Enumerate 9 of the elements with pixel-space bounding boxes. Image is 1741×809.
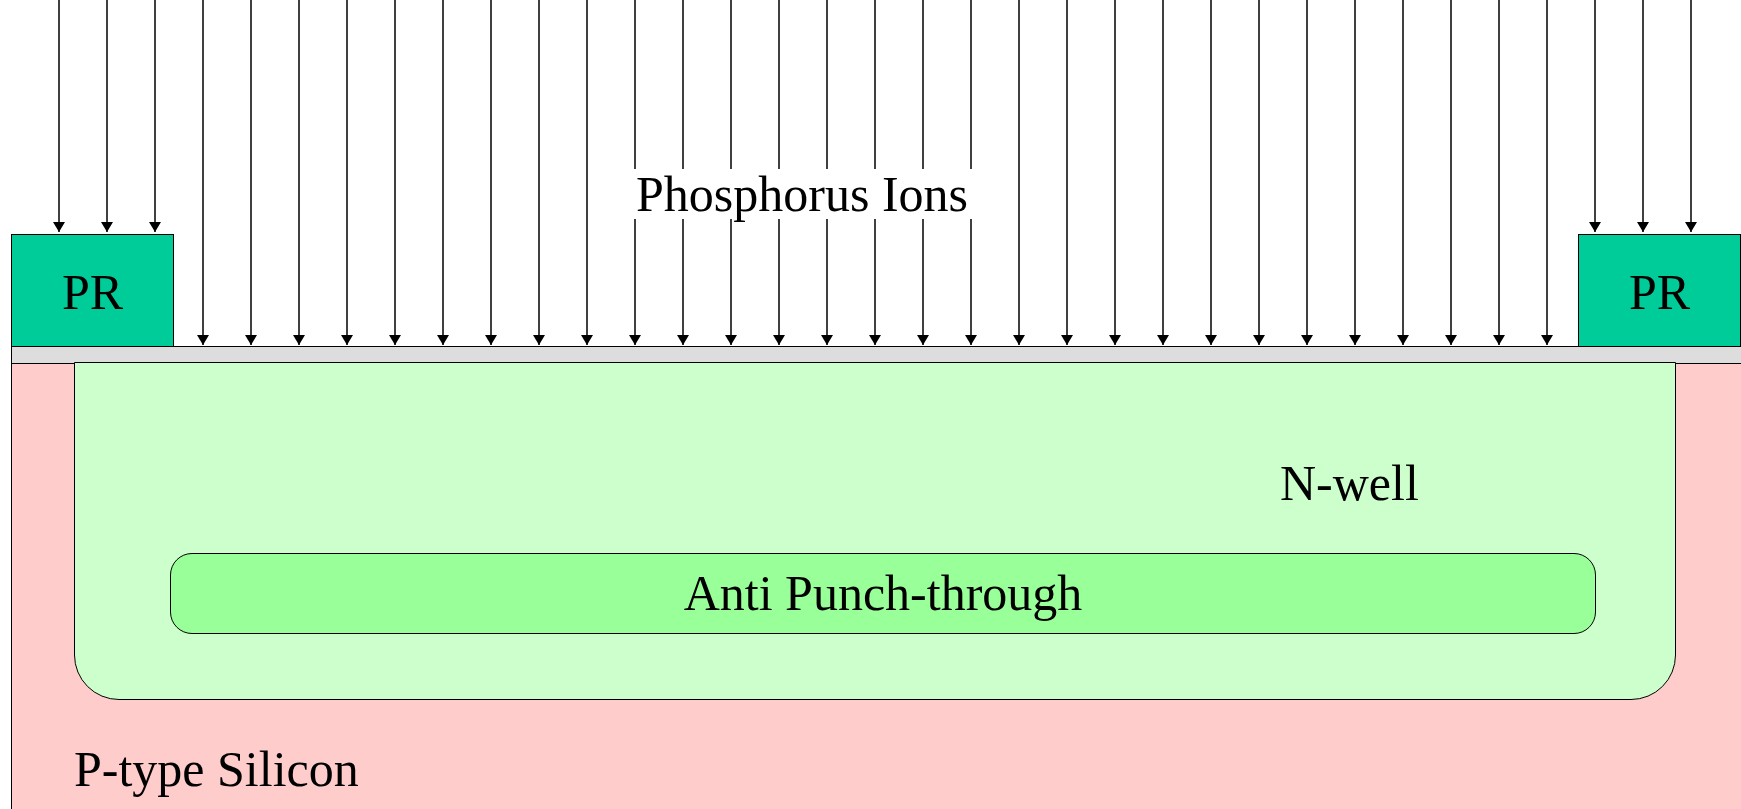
well-region	[74, 362, 1676, 700]
region-label: PR	[61, 267, 124, 317]
region-label: PR	[1628, 267, 1691, 317]
photoresist-block	[1578, 234, 1741, 347]
oxide-layer	[11, 346, 1741, 364]
photoresist-block	[11, 234, 174, 347]
region-label: N-well	[1280, 458, 1419, 508]
implant-layer	[170, 553, 1596, 634]
substrate-region	[11, 363, 1741, 809]
